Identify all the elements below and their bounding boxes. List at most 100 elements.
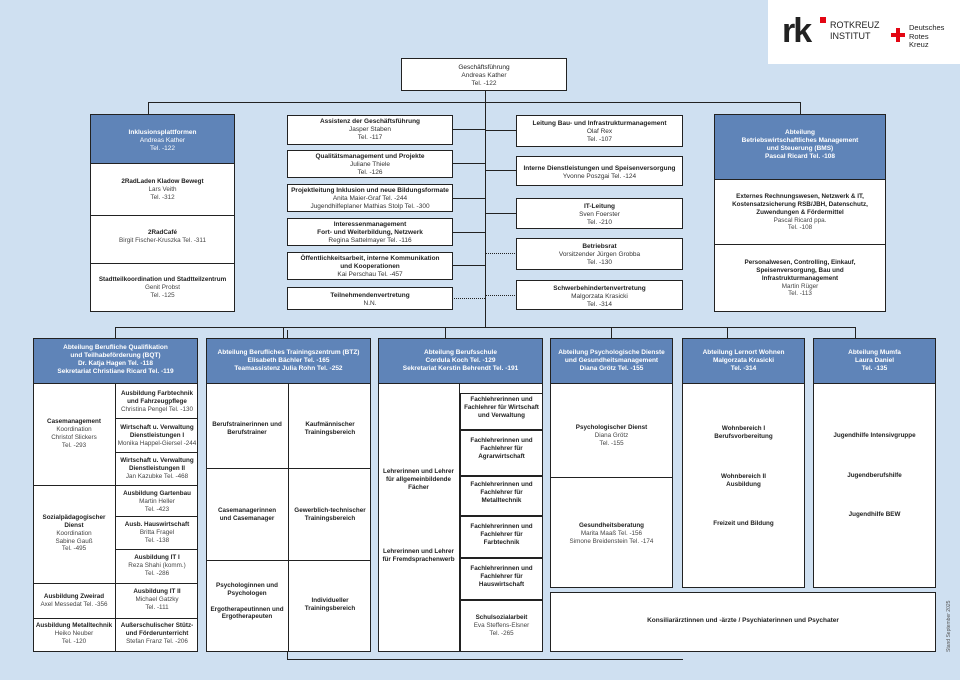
bqt-right-item[interactable]: Ausbildung Gartenbau Martin Heller Tel. …	[116, 490, 198, 514]
divider	[90, 263, 235, 264]
staff-bau[interactable]: Leitung Bau- und Infrastrukturmanagement…	[516, 115, 683, 147]
bqt-right-item[interactable]: Wirtschaft u. Verwaltung Dienstleistunge…	[116, 424, 198, 448]
cell-title: Schulsozialarbeit	[475, 614, 528, 621]
inklusion-item[interactable]: Stadtteilkoordination und Stadtteilzentr…	[90, 276, 235, 300]
cell-title: Lehrerinnen und Lehrer	[382, 548, 455, 555]
bqt-right-item[interactable]: Außerschulischer Stütz- und Förderunterr…	[116, 622, 198, 646]
cell-title: Fachlehrer für Wirtschaft	[464, 403, 539, 411]
item-line: Christina Pengel Tel. -130	[121, 405, 193, 413]
inklusion-head[interactable]: Inklusionsplattformen Andreas Kather Tel…	[90, 114, 235, 164]
staff-teilnehmende[interactable]: Teilnehmendenvertretung N.N.	[287, 287, 453, 310]
lw-title: Abteilung Lernort Wohnen	[702, 349, 785, 356]
cell-title: Psychologen	[227, 589, 267, 597]
mf-item[interactable]: Jugendberufshilfe	[813, 472, 936, 480]
lw-lead: Malgorzata Krasicki	[712, 357, 775, 365]
staff-betriebsrat[interactable]: Betriebsrat Vorsitzender Jürgen Grobba T…	[516, 238, 683, 270]
staff-it[interactable]: IT-Leitung Sven Foerster Tel. -210	[516, 198, 683, 229]
lw-item[interactable]: Freizeit und Bildung	[682, 520, 805, 528]
bqt-left-item[interactable]: Ausbildung Zweirad Axel Messedat Tel. -3…	[33, 593, 115, 609]
staff-assistenz[interactable]: Assistenz der Geschäftsführung Jasper St…	[287, 115, 453, 145]
item-line: Reza Shahi (komm.)	[128, 561, 186, 569]
item-line: Tel. -138	[144, 536, 170, 544]
staff-title: Teilnehmendenvertretung	[330, 292, 410, 299]
inklusion-item[interactable]: 2RadLaden Kladow Bewegt Lars Veith Tel. …	[90, 178, 235, 202]
gf-box[interactable]: Geschäftsführung Andreas Kather Tel. -12…	[401, 58, 567, 91]
bqt-right-item[interactable]: Ausb. Hauswirtschaft Britta Fragel Tel. …	[116, 521, 198, 545]
staff-line: Tel. -130	[587, 259, 612, 267]
bs-right-box[interactable]	[460, 476, 543, 516]
staff-interne-dl[interactable]: Interne Dienstleistungen und Speisenvers…	[516, 156, 683, 186]
item-title: und Förderunterricht	[125, 629, 189, 637]
staff-interessen[interactable]: Interessenmanagement Fort- und Weiterbil…	[287, 218, 453, 246]
staff-oeffentlichkeit[interactable]: Öffentlichkeitsarbeit, interne Kommunika…	[287, 252, 453, 280]
pdg-head[interactable]: Abteilung Psychologische Dienste und Ges…	[550, 338, 673, 384]
bs-right-box[interactable]	[460, 516, 543, 558]
bms-item[interactable]: Externes Rechnungswesen, Netzwerk & IT, …	[714, 193, 886, 232]
inklusion-item[interactable]: 2RadCafé Birgit Fischer-Kruszka Tel. -31…	[90, 229, 235, 245]
drk-name: Deutsches Rotes Kreuz	[909, 23, 944, 50]
item-line: Tel. -113	[788, 290, 812, 298]
bqt-head[interactable]: Abteilung Berufliche Qualifikation und T…	[33, 338, 198, 384]
cell-title: Fachlehrerinnen und	[470, 437, 533, 444]
bms-item[interactable]: Personalwesen, Controlling, Einkauf, Spe…	[714, 259, 886, 298]
cell-title: Farbtechnik	[483, 538, 520, 546]
cell-title: Berufstrainerinnen und	[212, 421, 282, 428]
pdg-lead: Diana Grötz Tel. -155	[579, 365, 644, 373]
mf-item[interactable]: Jugendhilfe BEW	[813, 511, 936, 519]
bqt-left-item[interactable]: Ausbildung Metalltechnik Heiko Neuber Te…	[33, 622, 115, 646]
cell-title: Ergotherapeutinnen und	[210, 605, 284, 613]
item-title: Casemanagement	[47, 418, 101, 425]
staff-qualitaet[interactable]: Qualitätsmanagement und Projekte Juliane…	[287, 150, 453, 178]
cell-title: Casemanagerinnen	[217, 507, 277, 514]
item-title: Freizeit und Bildung	[713, 520, 774, 527]
item-title: Zuwendungen & Fördermittel	[756, 208, 844, 216]
item-line: Monika Happel-Giersel -244	[117, 439, 197, 447]
cell-title: Individueller	[311, 597, 349, 604]
bqt-left-item[interactable]: Casemanagement Koordination Christof Sli…	[33, 418, 115, 449]
staff-schwerbehinderten[interactable]: Schwerbehindertenvertretung Malgorzata K…	[516, 280, 683, 310]
bs-right-box[interactable]	[460, 393, 543, 430]
btz-head[interactable]: Abteilung Berufliches Trainingszentrum (…	[206, 338, 371, 384]
stub-left-5	[452, 265, 485, 266]
bqt-right-item[interactable]: Ausbildung Farbtechnik und Fahrzeugpfleg…	[116, 390, 198, 414]
bqt-right-item[interactable]: Wirtschaft u. Verwaltung Dienstleistunge…	[116, 457, 198, 481]
bs-head[interactable]: Abteilung Berufsschule Cordula Koch Tel.…	[378, 338, 543, 384]
mf-item[interactable]: Jugendhilfe Intensivgruppe	[813, 432, 936, 440]
lw-head[interactable]: Abteilung Lernort Wohnen Malgorzata Kras…	[682, 338, 805, 384]
red-cross-icon	[891, 28, 905, 42]
staff-line: N.N.	[363, 300, 377, 308]
cell-title: Fächer	[408, 483, 429, 491]
bqt-right-item[interactable]: Ausbildung IT II Michael Gatzky Tel. -11…	[116, 588, 198, 612]
logo-area: rk ROTKREUZ INSTITUT Deutsches Rotes Kre…	[768, 0, 960, 64]
staff-inklusion[interactable]: Projektleitung Inklusion und neue Bildun…	[287, 184, 453, 212]
bs-right-box[interactable]	[460, 430, 543, 476]
bms-head[interactable]: Abteilung Betriebswirtschaftliches Manag…	[714, 114, 886, 180]
divider	[116, 583, 198, 584]
bqt-left-item[interactable]: Sozialpädagogischer Dienst Koordination …	[33, 514, 115, 553]
mf-head[interactable]: Abteilung Mumfa Laura Daniel Tel. -135	[813, 338, 936, 384]
bs-right-box[interactable]	[460, 600, 543, 652]
divider	[116, 618, 198, 619]
konsil-box[interactable]: Konsiliarärztinnen und -ärzte / Psychiat…	[550, 592, 936, 652]
bqt-right-item[interactable]: Ausbildung IT I Reza Shahi (komm.) Tel. …	[116, 554, 198, 578]
drk-line3: Kreuz	[909, 40, 929, 49]
bs-right-box[interactable]	[460, 558, 543, 600]
